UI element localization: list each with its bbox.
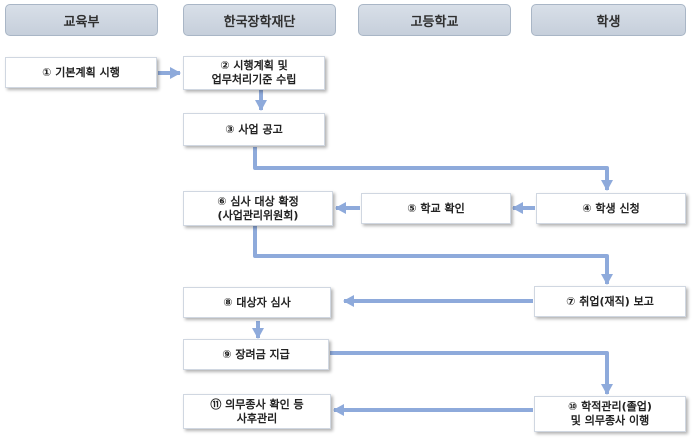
step-4-student-application: ④ 학생 신청 [536, 193, 686, 224]
step-10-academic-management: ⑩ 학적관리(졸업) 및 의무종사 이행 [534, 396, 686, 432]
step-2-implementation-plan: ② 시행계획 및 업무처리기준 수립 [183, 56, 325, 90]
column-header-highschool: 고등학교 [358, 4, 511, 36]
step-8-candidate-review: ⑧ 대상자 심사 [183, 287, 331, 318]
column-header-ministry: 교육부 [5, 4, 158, 36]
step-2-label-line2: 업무처리기준 수립 [211, 73, 297, 86]
step-7-employment-report: ⑦ 취업(재직) 보고 [534, 286, 686, 317]
step-10-label-line2: 및 의무종사 이행 [570, 414, 650, 427]
step-11-label-line1: ⑪ 의무종사 확인 등 [210, 397, 304, 411]
step-7-label: ⑦ 취업(재직) 보고 [566, 294, 654, 308]
step-6-screening-decision: ⑥ 심사 대상 확정 (사업관리위원회) [183, 191, 333, 226]
column-header-student: 학생 [531, 4, 686, 36]
step-6-label-line2: (사업관리위원회) [217, 208, 299, 222]
column-header-foundation: 한국장학재단 [183, 4, 336, 36]
step-1-basic-plan: ① 기본계획 시행 [5, 57, 157, 88]
step-1-label: ① 기본계획 시행 [42, 65, 120, 79]
step-9-scholarship-payment: ⑨ 장려금 지급 [183, 339, 329, 370]
step-6-label-line1: ⑥ 심사 대상 확정 [217, 194, 299, 208]
step-11-label-line2: 사후관리 [236, 411, 278, 425]
step-5-school-confirmation: ⑤ 학교 확인 [361, 193, 511, 224]
step-3-announcement: ③ 사업 공고 [183, 113, 325, 146]
step-10-label-line1: ⑩ 학적관리(졸업) [568, 400, 652, 413]
step-8-label: ⑧ 대상자 심사 [223, 295, 291, 309]
arrow-s6-to-s7 [253, 226, 613, 285]
step-4-label: ④ 학생 신청 [582, 201, 640, 215]
step-3-label: ③ 사업 공고 [225, 122, 283, 136]
step-11-followup-management: ⑪ 의무종사 확인 등 사후관리 [183, 394, 331, 429]
step-5-label: ⑤ 학교 확인 [407, 201, 465, 215]
arrow-s9-to-s10 [330, 351, 613, 395]
step-9-label: ⑨ 장려금 지급 [222, 347, 290, 361]
arrow-s3-to-s4 [253, 147, 613, 191]
step-2-label-line1: ② 시행계획 및 [220, 59, 288, 72]
